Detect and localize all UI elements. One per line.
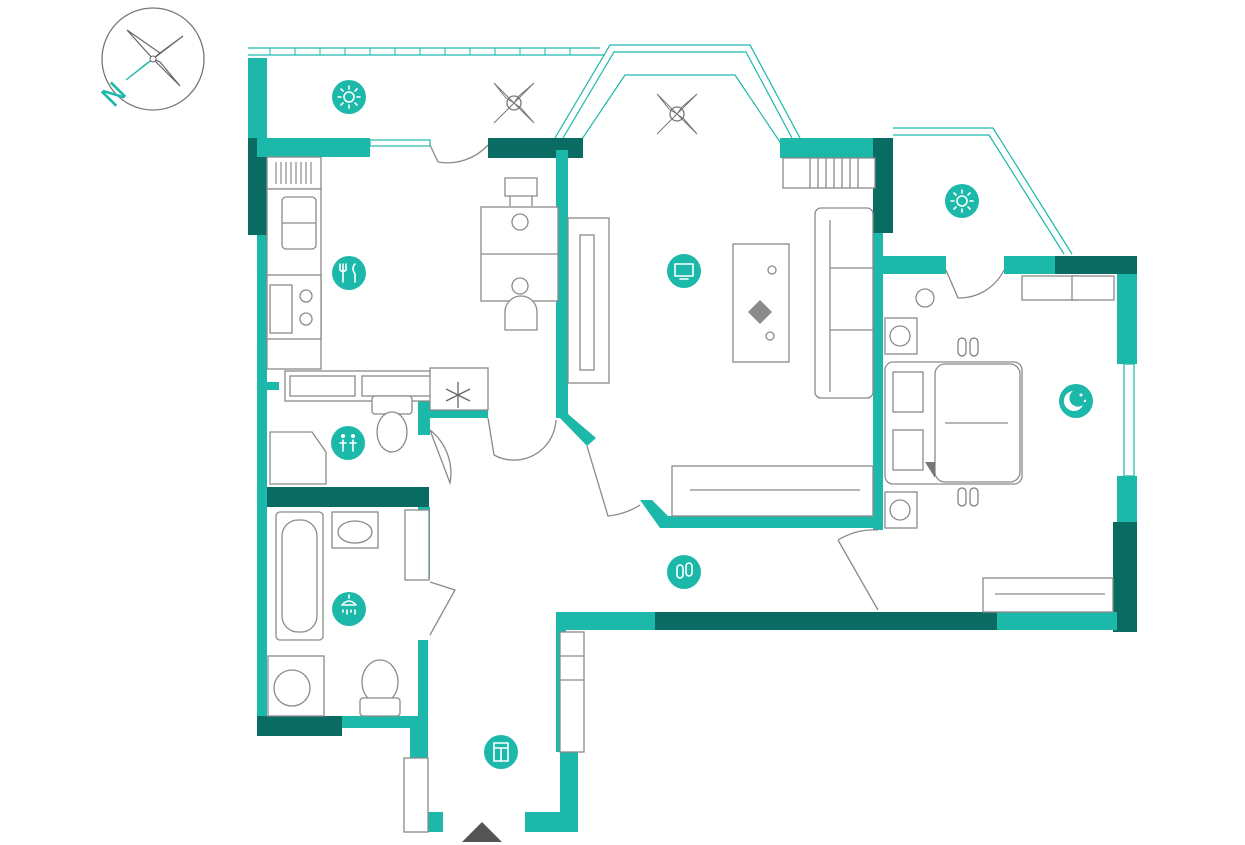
- sun-icon: [945, 184, 979, 218]
- snowflake-icon: [445, 382, 471, 408]
- kitchen-furniture: [266, 156, 559, 485]
- fan-icon: [656, 93, 698, 135]
- slippers-icon: [667, 555, 701, 589]
- entrance-furniture: [403, 631, 585, 833]
- wardrobe-icon: [484, 735, 518, 769]
- balcony-railings: [248, 44, 1073, 255]
- bathroom-furniture: [267, 509, 430, 717]
- compass-star-icon: [125, 29, 184, 87]
- compass-north-label: N: [95, 76, 133, 114]
- bedroom-furniture: [884, 275, 1115, 613]
- entrance-arrow: [462, 822, 502, 842]
- shower-icon: [332, 592, 366, 626]
- tv-icon: [667, 254, 701, 288]
- doors: [429, 144, 1005, 842]
- fork-knife-icon: [332, 256, 366, 290]
- living-room-furniture: [493, 82, 876, 517]
- people-icon: [331, 426, 365, 460]
- sun-icon: [332, 80, 366, 114]
- moon-stars-icon: [1059, 384, 1093, 418]
- room-icons: [331, 80, 1093, 769]
- compass: N: [95, 7, 205, 114]
- fan-icon: [493, 82, 535, 124]
